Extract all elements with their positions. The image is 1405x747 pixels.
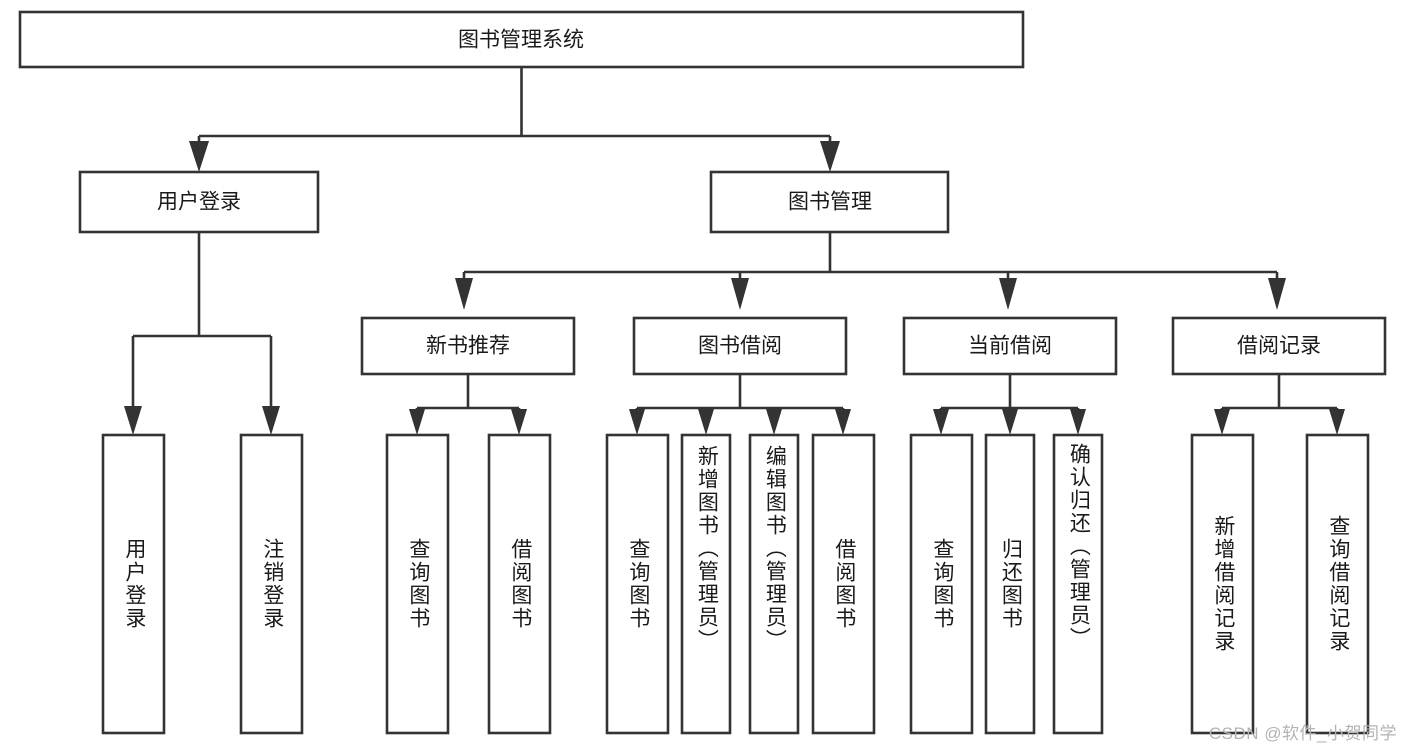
arrowhead-book-borrow-leaf-4 [835,409,851,435]
arrowhead-book-borrow-leaf-1 [629,409,645,435]
node-user-login[interactable] [78,170,320,234]
arrowhead-borrow-record [1268,278,1286,310]
arrowhead-group [124,141,1345,435]
node-new-book-recommend[interactable] [360,316,576,376]
node-leaf-logout[interactable] [239,433,304,735]
node-leaf-borrow-book-recommend[interactable] [487,433,552,735]
node-borrow-record[interactable] [1171,316,1387,376]
arrowhead-new-book [455,278,473,310]
node-leaf-add-book[interactable] [680,433,732,735]
label-user-login: 用户登录 [157,191,241,214]
arrowhead-user-login [189,141,209,172]
node-label-group: 图书管理系统 用户登录 图书管理 新书推荐 图书借阅 当前借阅 借阅记录 [157,29,1321,358]
label-book-management: 图书管理 [788,191,872,214]
label-borrow-record: 借阅记录 [1237,335,1321,358]
arrowhead-user-login-leaf-2 [262,406,280,435]
node-root[interactable] [18,10,1025,69]
label-new-book-recommend: 新书推荐 [426,335,510,358]
node-leaf-edit-book[interactable] [748,433,800,735]
arrowhead-borrow-record-leaf-2 [1329,409,1345,435]
node-leaf-borrow-book[interactable] [811,433,876,735]
arrowhead-current-borrow [999,278,1017,310]
label-book-borrow: 图书借阅 [698,335,782,358]
node-leaf-query-borrow-record[interactable] [1305,433,1370,735]
arrowhead-book-mgmt [820,141,840,172]
node-leaf-query-book-current[interactable] [909,433,974,735]
arrowhead-book-borrow-leaf-3 [766,409,782,435]
arrowhead-new-book-leaf-2 [511,409,527,435]
node-current-borrow[interactable] [902,316,1118,376]
arrowhead-borrow-record-leaf-1 [1214,409,1230,435]
node-leaf-query-book-recommend[interactable] [385,433,450,735]
node-book-management[interactable] [709,170,950,234]
node-box-group [18,10,1387,735]
node-leaf-query-book-borrow[interactable] [605,433,670,735]
arrowhead-new-book-leaf-1 [409,409,425,435]
arrowhead-current-borrow-leaf-1 [933,409,949,435]
label-current-borrow: 当前借阅 [968,335,1052,358]
arrowhead-current-borrow-leaf-3 [1070,409,1086,435]
arrowhead-current-borrow-leaf-2 [1002,409,1018,435]
arrowhead-user-login-leaf-1 [124,406,142,435]
label-root: 图书管理系统 [458,29,584,52]
node-leaf-return-book[interactable] [984,433,1036,735]
arrowhead-book-borrow-leaf-2 [698,409,714,435]
node-leaf-add-borrow-record[interactable] [1190,433,1255,735]
node-leaf-confirm-return[interactable] [1052,433,1104,735]
node-leaf-user-login[interactable] [101,433,166,735]
arrowhead-book-borrow [731,278,749,310]
watermark-text: CSDN @软件_小贺同学 [1208,724,1397,743]
node-book-borrow[interactable] [632,316,848,376]
